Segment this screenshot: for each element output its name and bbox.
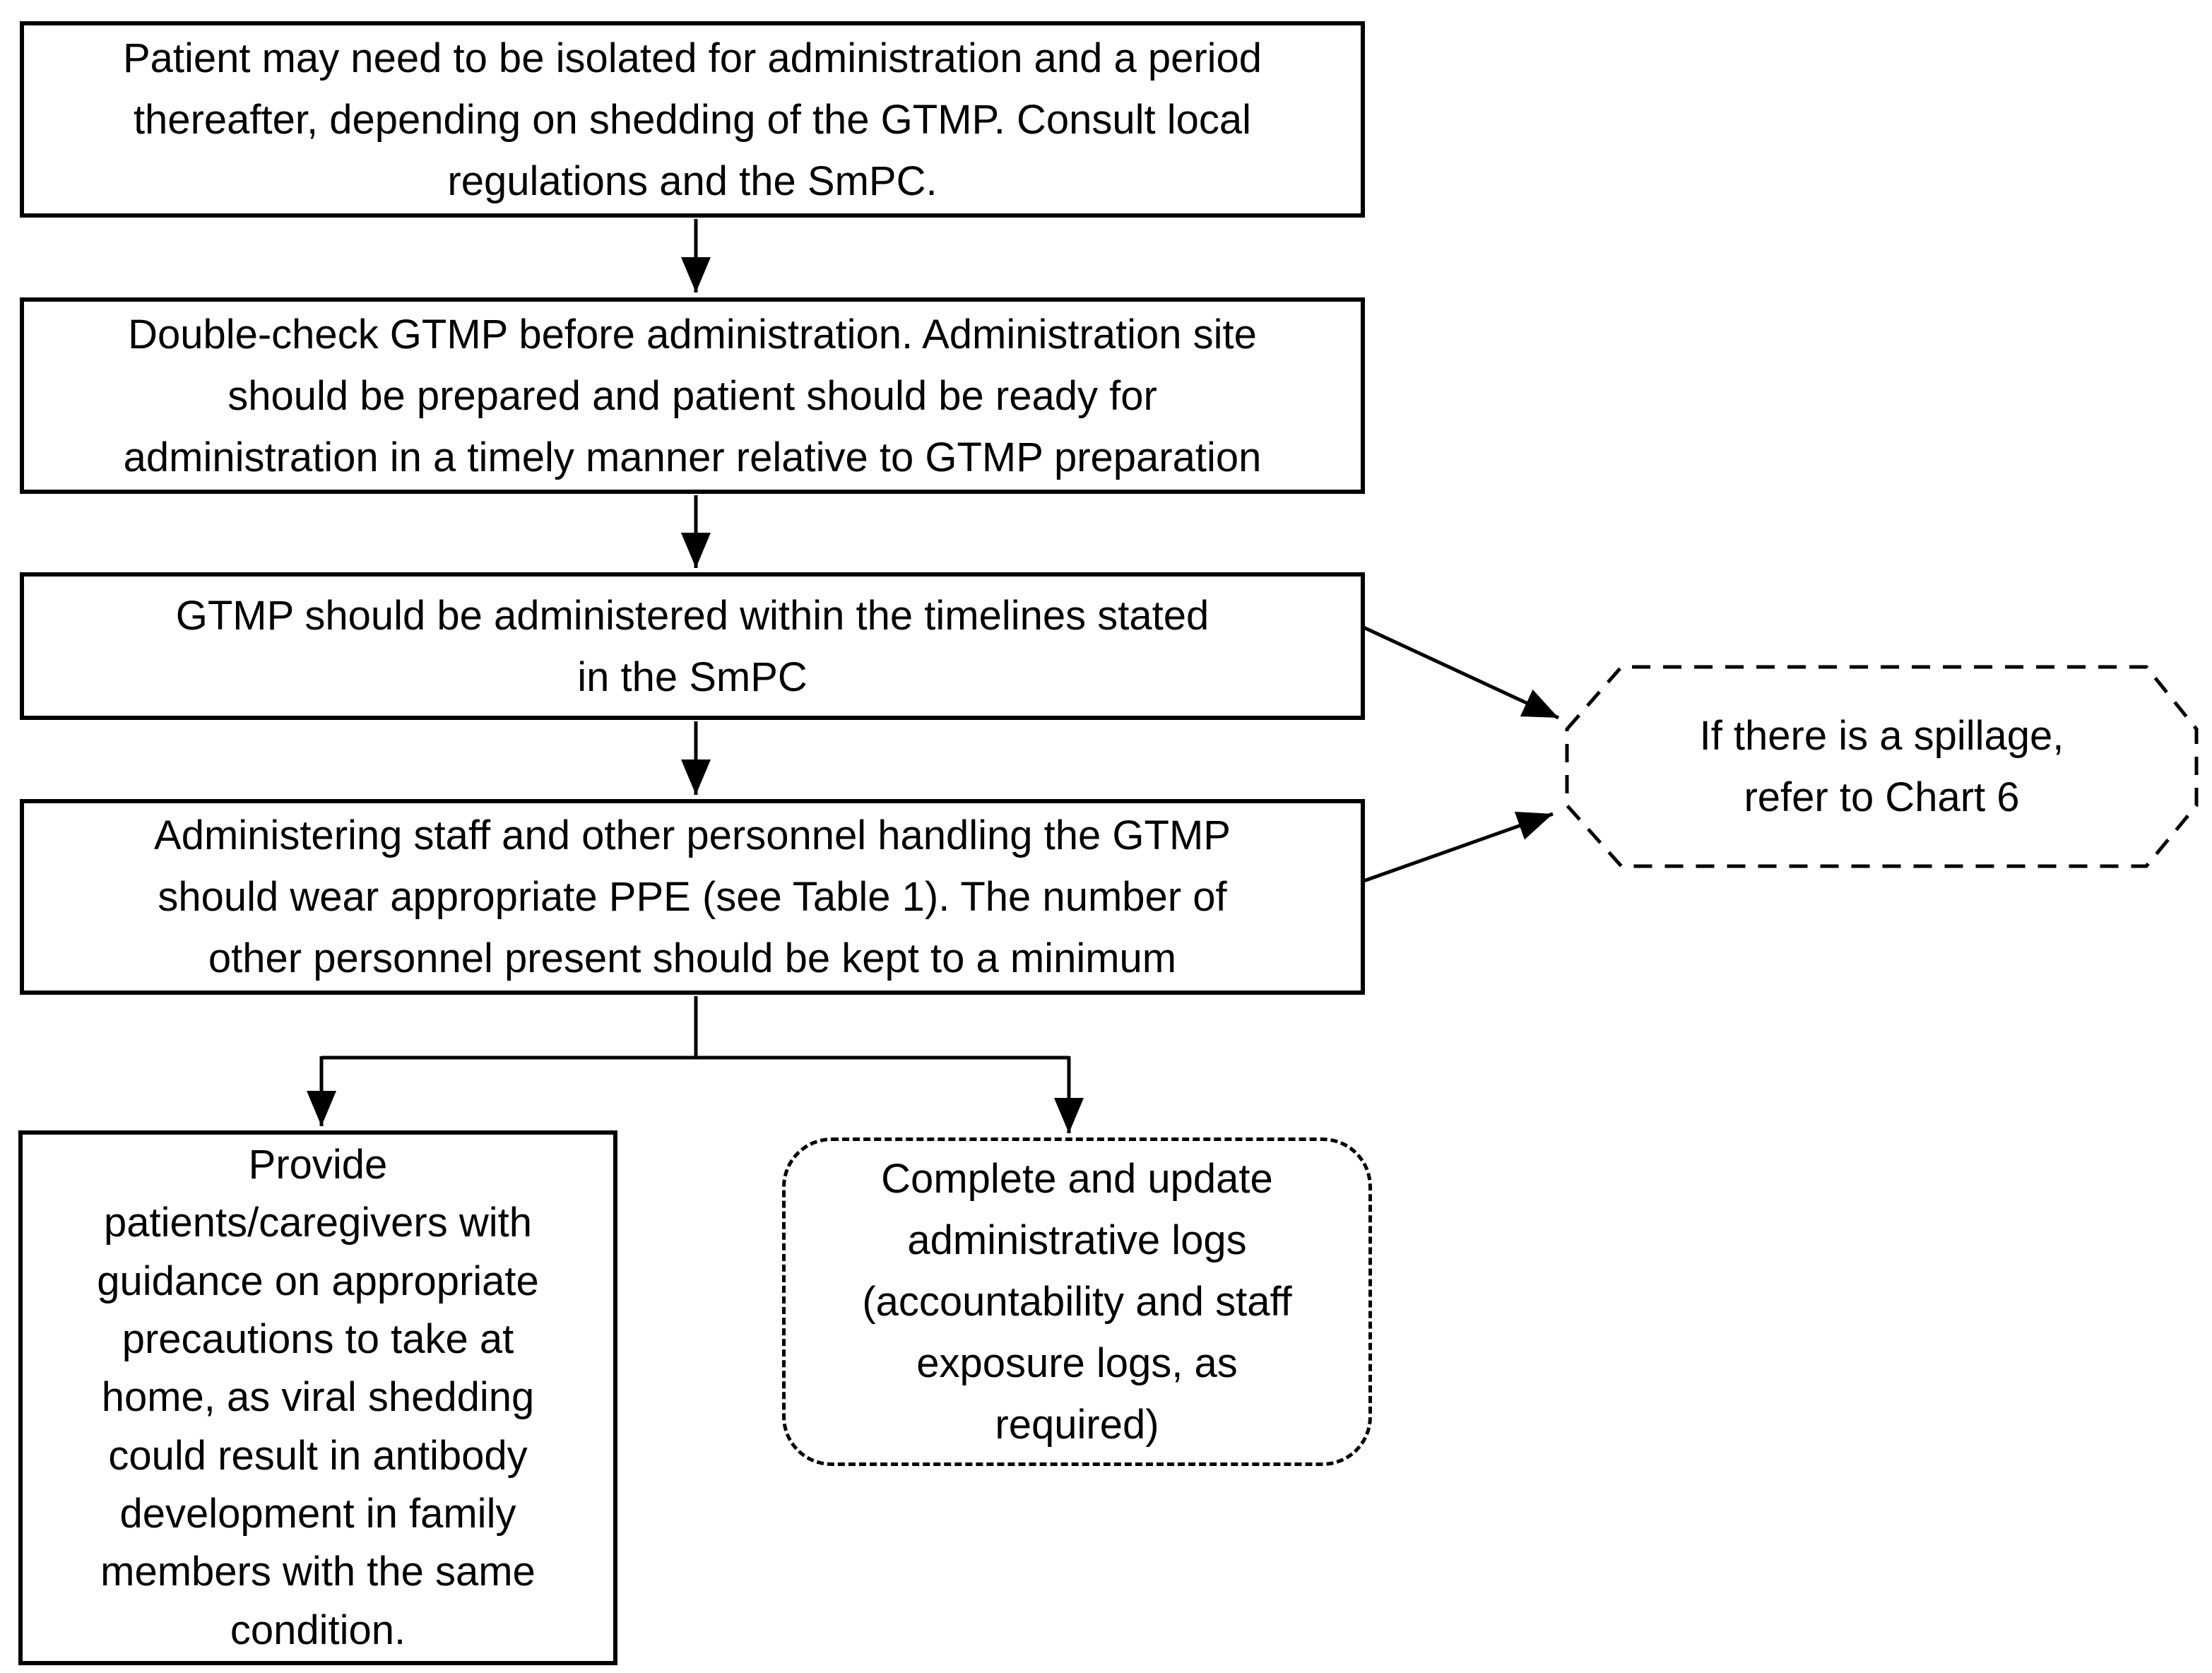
box-timelines-text: GTMP should be administered within the t… <box>175 592 1209 700</box>
box-admin-logs: Complete and update administrative logs … <box>782 1137 1372 1466</box>
box-ppe-text: Administering staff and other personnel … <box>154 812 1231 981</box>
box-admin-logs-text: Complete and update administrative logs … <box>862 1156 1292 1448</box>
box-isolation-text: Patient may need to be isolated for admi… <box>122 35 1262 204</box>
arrow-ppe-to-spillage <box>1363 811 1554 883</box>
box-provide-guidance-text: Provide patients/caregivers with guidanc… <box>97 1141 539 1653</box>
box-ppe: Administering staff and other personnel … <box>20 799 1365 995</box>
box-timelines: GTMP should be administered within the t… <box>20 572 1365 720</box>
box-double-check: Double-check GTMP before administration.… <box>20 297 1365 494</box>
box-isolation: Patient may need to be isolated for admi… <box>20 21 1365 218</box>
note-spillage-text: If there is a spillage, refer to Chart 6 <box>1699 713 2064 820</box>
box-provide-guidance: Provide patients/caregivers with guidanc… <box>18 1130 617 1665</box>
box-double-check-text: Double-check GTMP before administration.… <box>123 311 1262 480</box>
arrow-timelines-to-spillage <box>1362 625 1560 720</box>
note-spillage: If there is a spillage, refer to Chart 6 <box>1567 667 2196 866</box>
